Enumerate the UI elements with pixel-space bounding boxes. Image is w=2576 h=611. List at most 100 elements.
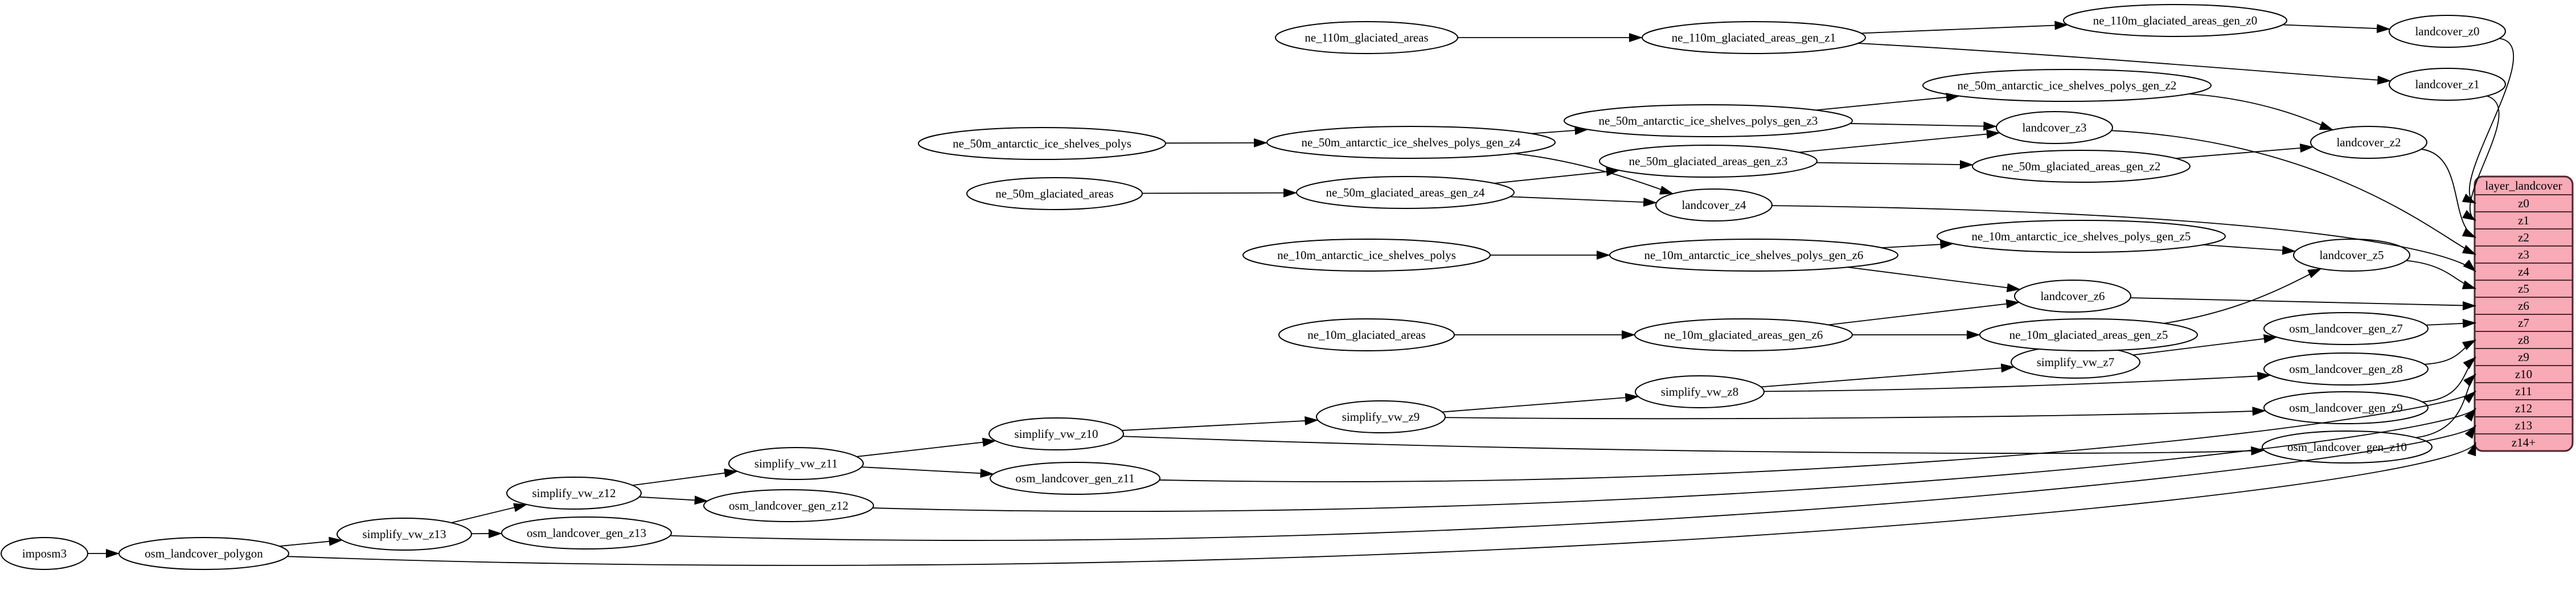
edge-simplify_vw_z11-to-osm_landcover_gen_z11	[862, 466, 994, 478]
node-simplify_vw_z13-label: simplify_vw_z13	[363, 527, 446, 541]
node-ne_10m_antarctic_ice_shelves_polys-label: ne_10m_antarctic_ice_shelves_polys	[1277, 248, 1456, 262]
edge-landcover_z5-to-layer_landcover-z5	[2406, 260, 2476, 289]
node-ne_110m_glaciated_areas_gen_z0	[2063, 4, 2287, 37]
edge-simplify_vw_z9-to-osm_landcover_gen_z9	[1445, 407, 2266, 420]
node-ne_110m_glaciated_areas_gen_z1-label: ne_110m_glaciated_areas_gen_z1	[1672, 31, 1836, 44]
edge-osm_landcover_gen_z8-to-layer_landcover-z8	[2424, 339, 2476, 365]
edge-landcover_z3-to-layer_landcover-z3	[2111, 130, 2476, 255]
node-osm_landcover_gen_z12-label: osm_landcover_gen_z12	[729, 499, 848, 512]
edge-ne_110m_glaciated_areas_gen_z1-to-ne_110m_glaciated_areas_gen_z0	[1861, 20, 2069, 34]
node-shapes-layer	[1, 4, 2506, 570]
node-osm_landcover_gen_z7	[2263, 312, 2429, 345]
node-ne_50m_antarctic_ice_shelves_polys_gen_z2-label: ne_50m_antarctic_ice_shelves_polys_gen_z…	[1958, 79, 2177, 92]
table-row-z10: z10	[2515, 367, 2532, 381]
edge-landcover_z1-to-layer_landcover-z1	[2462, 95, 2500, 221]
node-osm_landcover_gen_z9-label: osm_landcover_gen_z9	[2289, 401, 2402, 415]
edge-landcover_z6-to-layer_landcover-z6	[2130, 297, 2476, 310]
node-simplify_vw_z12	[506, 477, 642, 510]
node-ne_10m_antarctic_ice_shelves_polys_gen_z5	[1937, 220, 2226, 253]
table-layer_landcover: layer_landcoverz0z1z2z3z4z5z6z7z8z9z10z1…	[2474, 175, 2574, 452]
table-row-z7: z7	[2518, 316, 2529, 330]
node-ne_110m_glaciated_areas_gen_z0-label: ne_110m_glaciated_areas_gen_z0	[2093, 14, 2257, 27]
node-ne_50m_antarctic_ice_shelves_polys_gen_z3-label: ne_50m_antarctic_ice_shelves_polys_gen_z…	[1599, 114, 1818, 128]
node-simplify_vw_z11	[728, 447, 864, 480]
node-ne_10m_glaciated_areas_gen_z6-label: ne_10m_glaciated_areas_gen_z6	[1664, 328, 1823, 342]
edges-layer	[88, 20, 2514, 566]
node-osm_landcover_gen_z8-label: osm_landcover_gen_z8	[2289, 362, 2402, 376]
node-simplify_vw_z9-label: simplify_vw_z9	[1342, 410, 1420, 424]
edge-osm_landcover_gen_z11-to-layer_landcover-z11	[1159, 391, 2476, 482]
node-ne_50m_glaciated_areas_gen_z3-label: ne_50m_glaciated_areas_gen_z3	[1629, 154, 1788, 168]
table-row-z2: z2	[2518, 231, 2529, 244]
table-row-z5: z5	[2518, 282, 2529, 296]
edge-ne_50m_glaciated_areas_gen_z2-to-landcover_z2	[2176, 143, 2314, 159]
edge-ne_50m_antarctic_ice_shelves_polys_gen_z2-to-landcover_z2	[2189, 93, 2333, 130]
edge-landcover_z0-to-layer_landcover-z0	[2462, 38, 2514, 204]
edge-ne_50m_glaciated_areas_gen_z3-to-landcover_z3	[1799, 129, 2000, 153]
edge-ne_110m_glaciated_areas_gen_z0-to-landcover_z0	[2282, 24, 2391, 34]
node-imposm3-label: imposm3	[22, 547, 67, 560]
node-landcover_z4-label: landcover_z4	[1681, 198, 1746, 212]
edge-osm_landcover_gen_z7-to-layer_landcover-z7	[2426, 319, 2476, 329]
table-row-z8: z8	[2518, 333, 2529, 347]
table-row-z13: z13	[2515, 419, 2532, 432]
node-ne_50m_glaciated_areas_gen_z2-label: ne_50m_glaciated_areas_gen_z2	[2002, 159, 2161, 173]
edge-simplify_vw_z7-to-osm_landcover_gen_z7	[2132, 334, 2278, 356]
edge-simplify_vw_z8-to-simplify_vw_z7	[1761, 363, 2015, 388]
table-row-z6: z6	[2518, 299, 2529, 313]
node-ne_50m_antarctic_ice_shelves_polys-label: ne_50m_antarctic_ice_shelves_polys	[953, 137, 1131, 150]
edge-ne_50m_glaciated_areas_gen_z3-to-ne_50m_glaciated_areas_gen_z2	[1816, 160, 1974, 170]
edge-ne_50m_antarctic_ice_shelves_polys_gen_z4-to-ne_50m_antarctic_ice_shelves_polys_gen_z3	[1531, 126, 1589, 136]
node-landcover_z3-label: landcover_z3	[2022, 121, 2086, 134]
node-osm_landcover_gen_z7-label: osm_landcover_gen_z7	[2289, 322, 2402, 335]
table-layer: layer_landcoverz0z1z2z3z4z5z6z7z8z9z10z1…	[2474, 175, 2574, 452]
edge-simplify_vw_z11-to-simplify_vw_z10	[856, 437, 996, 457]
node-osm_landcover_gen_z10-label: osm_landcover_gen_z10	[2287, 440, 2407, 454]
node-ne_50m_antarctic_ice_shelves_polys_gen_z2	[1922, 69, 2212, 102]
table-row-z11: z11	[2515, 384, 2532, 398]
edge-ne_50m_glaciated_areas_gen_z4-to-landcover_z4	[1510, 196, 1658, 207]
node-landcover_z5	[2293, 239, 2410, 272]
table-row-z1: z1	[2518, 214, 2529, 227]
table-row-z4: z4	[2518, 265, 2529, 278]
edge-landcover_z4-to-layer_landcover-z4	[1771, 205, 2476, 272]
table-title: layer_landcover	[2485, 179, 2562, 192]
node-osm_landcover_gen_z8	[2263, 352, 2429, 386]
edge-simplify_vw_z13-to-simplify_vw_z12	[451, 503, 528, 523]
node-simplify_vw_z7-label: simplify_vw_z7	[2037, 355, 2115, 369]
edge-osm_landcover_polygon-to-layer_landcover-z14+	[287, 442, 2476, 566]
edge-simplify_vw_z10-to-osm_landcover_gen_z10	[1122, 436, 2265, 456]
edge-ne_10m_antarctic_ice_shelves_polys_gen_z5-to-landcover_z5	[2203, 244, 2296, 255]
table-row-z3: z3	[2518, 248, 2529, 261]
edge-simplify_vw_z12-to-osm_landcover_gen_z12	[639, 495, 708, 505]
node-osm_landcover_gen_z11-label: osm_landcover_gen_z11	[1015, 471, 1134, 485]
node-ne_50m_antarctic_ice_shelves_polys_gen_z3	[1564, 104, 1853, 137]
node-simplify_vw_z12-label: simplify_vw_z12	[532, 486, 616, 500]
node-osm_landcover_gen_z13-label: osm_landcover_gen_z13	[527, 526, 646, 540]
node-simplify_vw_z10-label: simplify_vw_z10	[1015, 427, 1098, 441]
node-ne_50m_glaciated_areas-label: ne_50m_glaciated_areas	[995, 187, 1114, 200]
node-landcover_z5-label: landcover_z5	[2319, 248, 2384, 262]
edge-simplify_vw_z12-to-simplify_vw_z11	[632, 468, 739, 486]
table-row-z14+: z14+	[2512, 436, 2536, 449]
edge-simplify_vw_z10-to-simplify_vw_z9	[1122, 416, 1319, 431]
edge-ne_10m_glaciated_areas_gen_z5-to-landcover_z5	[2164, 268, 2322, 324]
edge-landcover_z2-to-layer_landcover-z2	[2421, 149, 2476, 238]
edge-ne_10m_antarctic_ice_shelves_polys_gen_z6-to-landcover_z6	[1847, 266, 2021, 293]
node-ne_10m_glaciated_areas_gen_z5-label: ne_10m_glaciated_areas_gen_z5	[2009, 328, 2168, 342]
node-landcover_z1-label: landcover_z1	[2415, 77, 2479, 91]
node-osm_landcover_gen_z11	[990, 462, 1160, 495]
edge-simplify_vw_z9-to-simplify_vw_z8	[1442, 393, 1639, 413]
edge-osm_landcover_gen_z12-to-layer_landcover-z12	[872, 408, 2476, 512]
edge-osm_landcover_gen_z9-to-layer_landcover-z9	[2422, 356, 2476, 403]
table-row-z12: z12	[2515, 401, 2532, 415]
node-ne_10m_antarctic_ice_shelves_polys_gen_z5-label: ne_10m_antarctic_ice_shelves_polys_gen_z…	[1972, 229, 2191, 243]
node-simplify_vw_z8-label: simplify_vw_z8	[1661, 385, 1739, 399]
node-ne_50m_antarctic_ice_shelves_polys_gen_z4-label: ne_50m_antarctic_ice_shelves_polys_gen_z…	[1302, 136, 1521, 149]
edge-ne_50m_glaciated_areas-to-ne_50m_glaciated_areas_gen_z4	[1142, 188, 1298, 198]
node-ne_50m_glaciated_areas_gen_z3	[1599, 145, 1818, 178]
node-ne_10m_antarctic_ice_shelves_polys_gen_z6-label: ne_10m_antarctic_ice_shelves_polys_gen_z…	[1644, 248, 1864, 262]
node-simplify_vw_z10	[988, 417, 1124, 450]
